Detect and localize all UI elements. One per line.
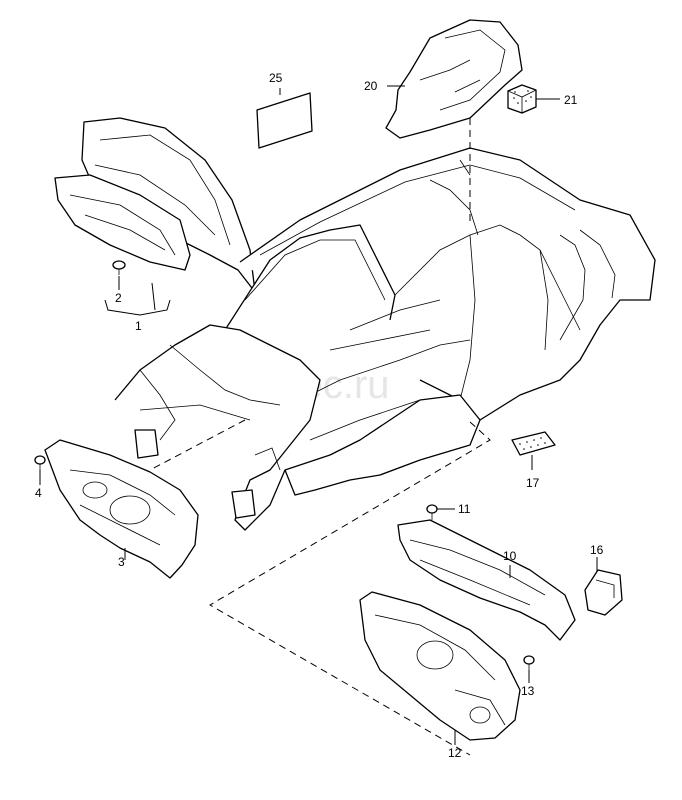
callout-16: 16 xyxy=(590,543,604,557)
leader-lines xyxy=(39,85,598,745)
callout-11: 11 xyxy=(458,502,471,516)
callout-21: 21 xyxy=(564,93,578,107)
part-11-clip[interactable] xyxy=(426,504,438,520)
part-4-clip[interactable] xyxy=(34,455,46,470)
part-25-pad[interactable] xyxy=(256,92,313,149)
callout-10: 10 xyxy=(503,549,517,563)
part-16-block[interactable] xyxy=(584,569,623,616)
callout-4: 4 xyxy=(35,486,42,500)
callout-labels: 25 20 21 2 1 4 3 17 11 10 16 13 12 xyxy=(35,71,604,760)
car-body-shell xyxy=(114,147,656,531)
part-12-dash-insulation[interactable] xyxy=(359,591,521,741)
part-20-liner[interactable] xyxy=(385,19,523,139)
callout-13: 13 xyxy=(521,684,535,698)
callout-25: 25 xyxy=(269,71,283,85)
callout-20: 20 xyxy=(364,79,378,93)
part-10-panel[interactable] xyxy=(397,519,576,641)
part-1-hood-insulation[interactable] xyxy=(54,117,256,293)
part-2-clip[interactable] xyxy=(112,260,126,275)
callout-12: 12 xyxy=(448,746,462,760)
callout-1: 1 xyxy=(135,319,142,333)
part-3-bulkhead-insulation[interactable] xyxy=(44,439,199,579)
part-17-block[interactable] xyxy=(511,431,556,456)
callout-3: 3 xyxy=(118,555,125,569)
callout-2: 2 xyxy=(115,291,122,305)
part-13-clip[interactable] xyxy=(523,655,535,670)
callout-17: 17 xyxy=(526,476,540,490)
part-21-block[interactable] xyxy=(507,84,537,114)
reference-lines xyxy=(149,118,491,756)
